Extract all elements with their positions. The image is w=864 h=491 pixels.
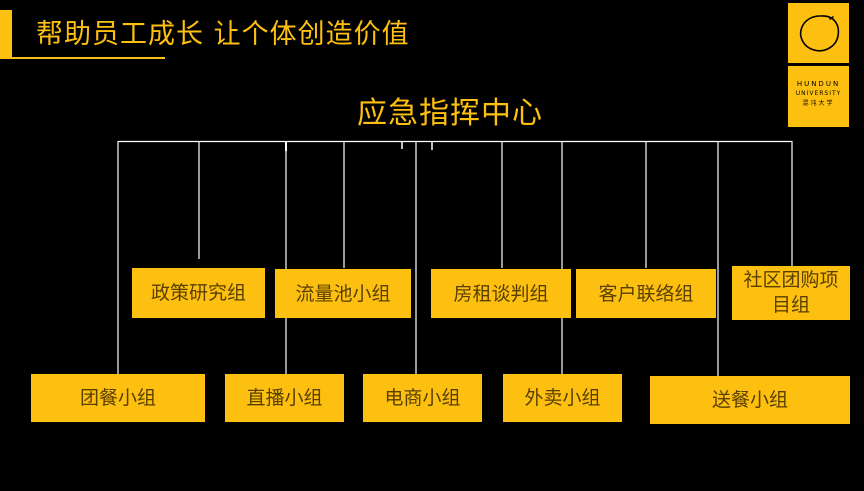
group-node-waimai: 外卖小组 (503, 374, 622, 422)
group-node-songcan: 送餐小组 (650, 376, 850, 424)
group-node-liuliang: 流量池小组 (275, 269, 411, 318)
header-accent-bar (0, 10, 12, 58)
logo-text-hundun: HUNDUN (796, 80, 841, 88)
group-node-fangzu: 房租谈判组 (431, 269, 571, 318)
logo-text-university: UNIVERSITY (795, 90, 842, 97)
header-underline (0, 57, 165, 59)
group-node-dianshang: 电商小组 (363, 374, 482, 422)
group-node-shequ: 社区团购项目组 (732, 266, 850, 320)
root-node-label: 应急指挥中心 (357, 96, 543, 131)
group-node-zhengce: 政策研究组 (132, 268, 265, 318)
group-node-tuancan: 团餐小组 (31, 374, 205, 422)
hundun-logo-icon (788, 3, 849, 63)
logo-text-chinese: 混沌大学 (802, 100, 835, 107)
group-node-kehu: 客户联络组 (576, 269, 716, 318)
slide-title: 帮助员工成长 让个体创造价值 (36, 19, 410, 50)
hundun-university-logo: HUNDUN UNIVERSITY 混沌大学 (788, 66, 849, 127)
group-node-zhibo: 直播小组 (225, 374, 344, 422)
